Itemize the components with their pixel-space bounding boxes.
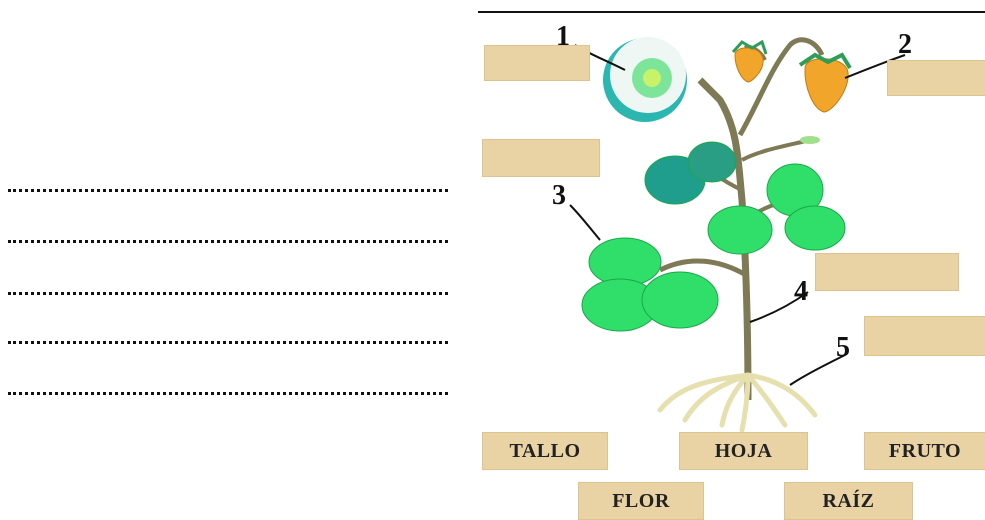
answer-line-4[interactable]	[8, 327, 448, 344]
word-raiz[interactable]: RAÍZ	[784, 482, 913, 520]
answer-line-1[interactable]	[8, 175, 448, 192]
word-flor[interactable]: FLOR	[578, 482, 704, 520]
drop-box-4[interactable]	[815, 253, 959, 291]
word-tallo[interactable]: TALLO	[482, 432, 608, 470]
number-5: 5	[836, 332, 850, 363]
bud-icon	[800, 136, 820, 144]
number-4: 4	[794, 276, 808, 307]
word-fruto-label: FRUTO	[889, 440, 961, 463]
answer-line-2[interactable]	[8, 226, 448, 243]
number-3: 3	[552, 180, 566, 211]
flower-icon	[603, 37, 687, 122]
drop-box-5[interactable]	[864, 316, 985, 356]
word-raiz-label: RAÍZ	[822, 490, 874, 513]
fruit-icon	[733, 42, 850, 112]
top-rule	[478, 11, 985, 13]
word-flor-label: FLOR	[612, 490, 670, 513]
word-hoja-label: HOJA	[715, 440, 773, 463]
drop-box-3[interactable]	[482, 139, 600, 177]
word-tallo-label: TALLO	[509, 440, 580, 463]
drop-box-1[interactable]	[484, 45, 590, 81]
word-hoja[interactable]: HOJA	[679, 432, 808, 470]
drop-box-2[interactable]	[887, 60, 985, 96]
word-fruto[interactable]: FRUTO	[864, 432, 985, 470]
answer-line-5[interactable]	[8, 378, 448, 395]
answer-line-3[interactable]	[8, 278, 448, 295]
number-2: 2	[898, 29, 912, 60]
